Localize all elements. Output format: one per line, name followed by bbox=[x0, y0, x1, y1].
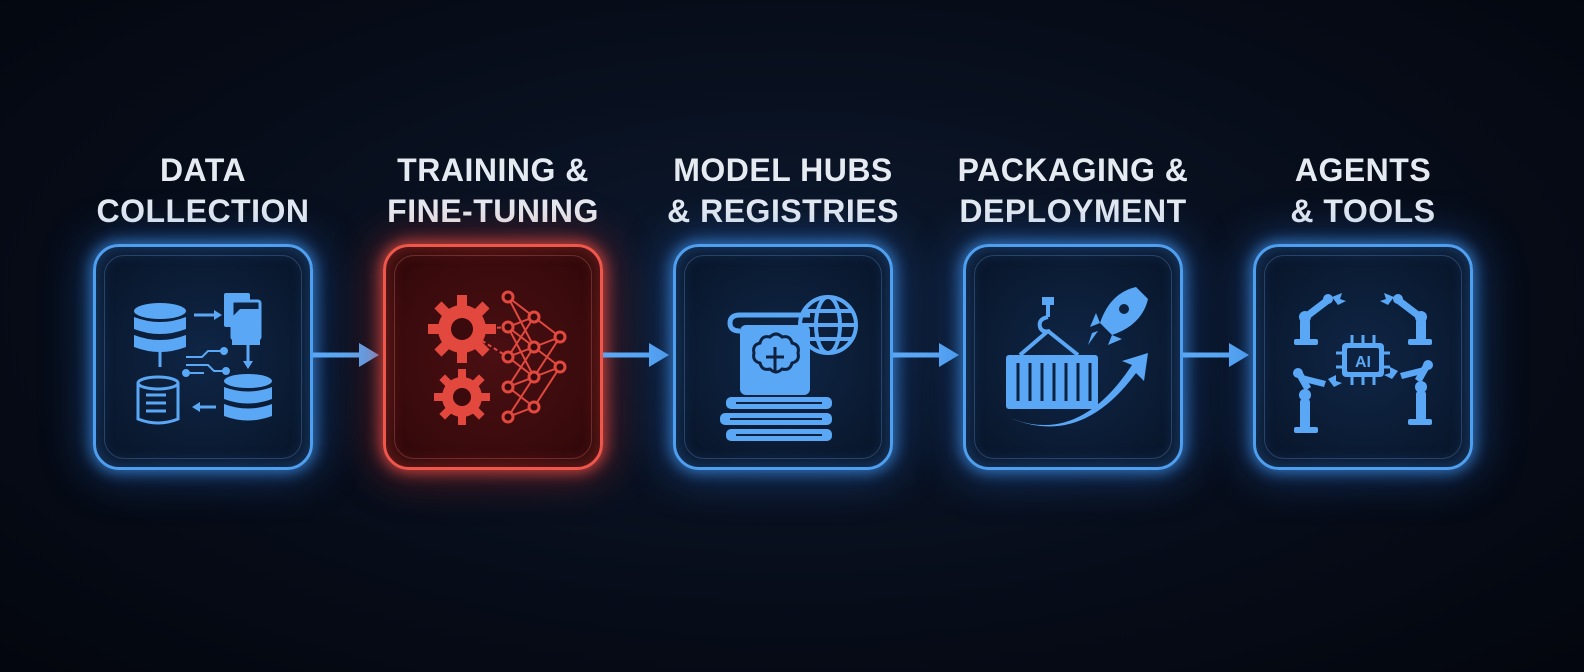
ai-chip-label: AI bbox=[1355, 354, 1371, 371]
container-rocket-icon bbox=[1006, 287, 1148, 427]
stage-label-model-hubs: MODEL HUBS & REGISTRIES bbox=[667, 152, 899, 229]
arrow-right-icon bbox=[603, 343, 669, 367]
stage-label-training: TRAINING & FINE-TUNING bbox=[387, 152, 599, 229]
stage-label-agents: AGENTS & TOOLS bbox=[1290, 152, 1436, 229]
ai-chip-robot-arms-icon: AI bbox=[1293, 293, 1433, 433]
arrow-right-icon bbox=[893, 343, 959, 367]
stage-label-packaging: PACKAGING & DEPLOYMENT bbox=[957, 152, 1189, 229]
arrow-right-icon bbox=[1183, 343, 1249, 367]
stage-card-data-collection bbox=[93, 244, 313, 470]
arrow-right-icon bbox=[313, 343, 379, 367]
stage-card-training bbox=[383, 244, 603, 470]
stage-card-packaging bbox=[963, 244, 1183, 470]
stage-label-data-collection: DATA COLLECTION bbox=[96, 152, 310, 229]
books-brain-globe-icon bbox=[720, 295, 858, 441]
gears-neural-net-icon bbox=[428, 290, 567, 425]
stage-card-agents: AI bbox=[1253, 244, 1473, 470]
database-flow-icon bbox=[134, 293, 272, 425]
stage-card-model-hubs bbox=[673, 244, 893, 470]
